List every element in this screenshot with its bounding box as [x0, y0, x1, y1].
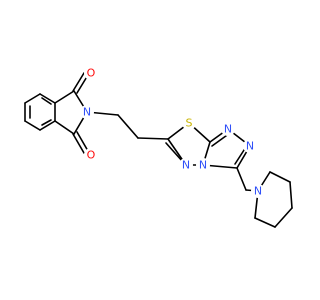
bond [41, 119, 52, 126]
atom-nitrogen-piperidine: N [251, 184, 265, 198]
atom-oxygen: O [84, 66, 98, 80]
bond [72, 133, 85, 154]
atom-nitrogen-bridgehead: N [196, 158, 210, 172]
bond [117, 114, 139, 139]
bond [39, 93, 56, 104]
atom-nitrogen-label: N [224, 123, 232, 136]
atom-nitrogen-label: N [254, 185, 262, 198]
bond [76, 131, 89, 152]
atom-nitrogen-thiadiazole: N [179, 158, 193, 172]
atom-nitrogen-label: N [83, 106, 91, 119]
bond [72, 72, 85, 92]
atom-nitrogen-label: N [182, 159, 190, 172]
bond [39, 120, 56, 131]
atom-nitrogen-triazole-right: N [243, 139, 257, 153]
atom-oxygen: O [84, 148, 98, 162]
bond [165, 142, 184, 163]
bond [54, 90, 75, 104]
bond [289, 181, 293, 209]
bond [24, 120, 41, 131]
bond [54, 120, 75, 135]
atom-oxygen-label: O [87, 149, 96, 162]
atom-nitrogen-label: N [199, 159, 207, 172]
atom-nitrogen-triazole-top: N [221, 122, 235, 136]
bond [274, 207, 293, 228]
bond [24, 93, 41, 104]
atom-nitrogen-label: N [246, 140, 254, 153]
atom-nitrogen-imide: N [80, 105, 94, 119]
bond [269, 171, 291, 183]
bond [236, 167, 247, 191]
atom-oxygen-label: O [87, 67, 96, 80]
bond [41, 97, 52, 105]
atom-sulfur: S [182, 116, 196, 130]
bond [137, 137, 169, 140]
bond [254, 217, 276, 228]
molecule-diagram: O O N S N N N N [24, 66, 293, 228]
atom-sulfur-label: S [186, 117, 193, 130]
atom-labels: O O N S N N N N [80, 66, 265, 198]
